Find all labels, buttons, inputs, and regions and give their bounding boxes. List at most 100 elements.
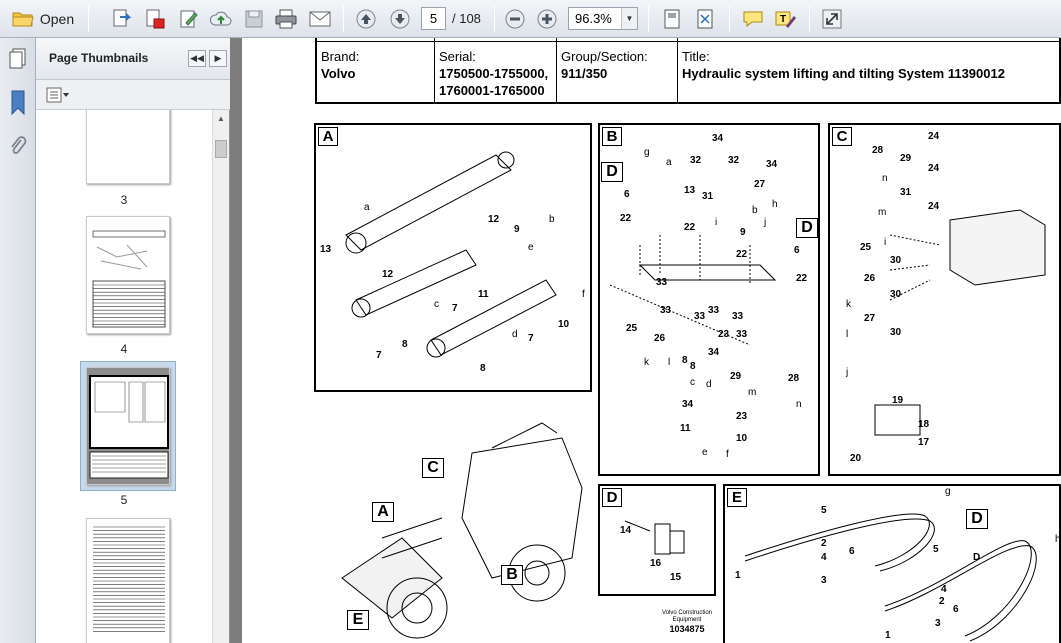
page-number-input[interactable]: 5 [421,7,446,30]
fit-page-button[interactable] [658,5,686,33]
part-number-label: 2 [821,538,827,549]
scroll-up-icon[interactable]: ▲ [217,113,225,123]
comment-button[interactable] [739,5,767,33]
part-number-label: 34 [766,159,778,170]
open-button[interactable]: Open [6,5,80,33]
part-number-label: 11 [478,289,489,300]
part-number-label: 33 [660,305,672,316]
serial-value-1: 1750500-1755000, [439,66,549,81]
figure-tag: D [602,488,622,507]
callout-e: E [347,610,369,630]
part-number-label: b [549,214,555,225]
page-total: / 108 [452,11,481,26]
chevron-down-icon[interactable]: ▼ [621,8,637,29]
part-number-label: 8 [682,355,688,366]
part-number-label: 5 [933,544,939,555]
callout-d-figure-e: D [966,509,988,529]
main-toolbar: Open [0,0,1061,38]
page-thumbnails-panel: Page Thumbnails ◀◀ ▶ 3 [36,38,230,643]
edit-button[interactable] [174,5,204,33]
group-label: Group/Section: [561,49,648,64]
panel-header: Page Thumbnails ◀◀ ▶ [36,38,230,80]
collapse-panel-button[interactable]: ◀◀ [188,50,206,67]
expand-icon [822,9,842,29]
part-number-label: g [644,147,650,158]
part-number-label: j [763,217,766,228]
page-thumbnail-3[interactable] [86,110,170,184]
upload-button[interactable] [206,5,236,33]
part-number-label: 6 [953,604,959,615]
print-button[interactable] [271,5,301,33]
document-viewer[interactable]: Brand: Volvo Serial: 1750500-1755000, 17… [231,38,1061,643]
wheel-loader-illustration [341,422,583,639]
part-number-label: j [845,367,848,378]
part-number-label: 34 [708,347,720,358]
part-number-label: 28 [872,145,884,156]
part-number-label: i [884,237,886,248]
export-button[interactable] [140,5,170,33]
save-button[interactable] [239,5,269,33]
part-number-label: 1 [735,570,741,581]
bookmark-icon[interactable] [9,90,27,116]
scrollbar-thumb[interactable] [215,140,227,158]
next-page-button[interactable] [386,5,414,33]
zoom-in-button[interactable] [534,5,560,33]
highlight-button[interactable]: T [771,5,799,33]
toolbar-separator [809,6,810,32]
attachment-icon[interactable] [9,134,27,158]
part-number-label: d [706,379,712,390]
page-thumbnail-6[interactable] [86,518,170,643]
part-number-label: 33 [694,311,706,322]
drawing-credit: Volvo Construction Equipment 1034875 [647,610,727,634]
page-thumbnail-5[interactable] [86,367,170,485]
part-number-label: 29 [900,153,912,164]
part-number-label: c [434,299,439,310]
part-number-label: 16 [650,558,662,569]
previous-page-button[interactable] [352,5,380,33]
part-number-label: 26 [654,333,666,344]
part-number-label: 4 [821,552,827,563]
toolbar-separator [88,6,89,32]
previous-page-icon [356,9,376,29]
open-folder-icon [12,12,34,27]
panel-title: Page Thumbnails [49,51,149,65]
fit-page-icon [664,9,680,29]
title-value: Hydraulic system lifting and tilting Sys… [682,66,1005,81]
zoom-select[interactable]: 96.3% ▼ [568,7,638,30]
part-number-label: 33 [732,311,744,322]
figure-tag: C [832,127,852,146]
brand-label: Brand: [321,49,360,64]
part-number-label: 6 [624,189,630,200]
part-number-label: 34 [682,399,694,410]
part-number-label: 23 [718,329,730,340]
page-thumbnail-4[interactable] [86,216,170,334]
part-number-label: 27 [864,313,876,324]
expand-button[interactable] [818,5,846,33]
svg-text:T: T [780,14,786,25]
credit-line-2: Equipment [672,617,702,623]
full-screen-fit-button[interactable] [691,5,719,33]
part-number-label: 6 [794,245,800,256]
thumbnail-scrollbar[interactable]: ▲ [212,110,229,643]
zoom-value: 96.3% [575,11,612,26]
pages-icon[interactable] [8,48,28,70]
part-number-label: 23 [736,411,748,422]
callout-c: C [422,458,444,478]
options-menu-icon[interactable] [46,87,70,103]
part-number-label: f [726,449,729,460]
header-top-row [317,38,1061,42]
create-pdf-button[interactable] [106,5,136,33]
part-number-label: 33 [656,277,668,288]
email-button[interactable] [305,5,335,33]
part-number-label: 8 [690,361,696,372]
part-number-label: h [1055,534,1059,545]
zoom-out-button[interactable] [502,5,528,33]
part-number-label: 2 [939,596,945,607]
part-number-label: 10 [558,319,570,330]
thumbnail-options-bar [36,80,230,110]
part-number-label: m [878,207,886,218]
upload-icon [209,11,232,26]
panel-menu-button[interactable]: ▶ [209,50,227,67]
